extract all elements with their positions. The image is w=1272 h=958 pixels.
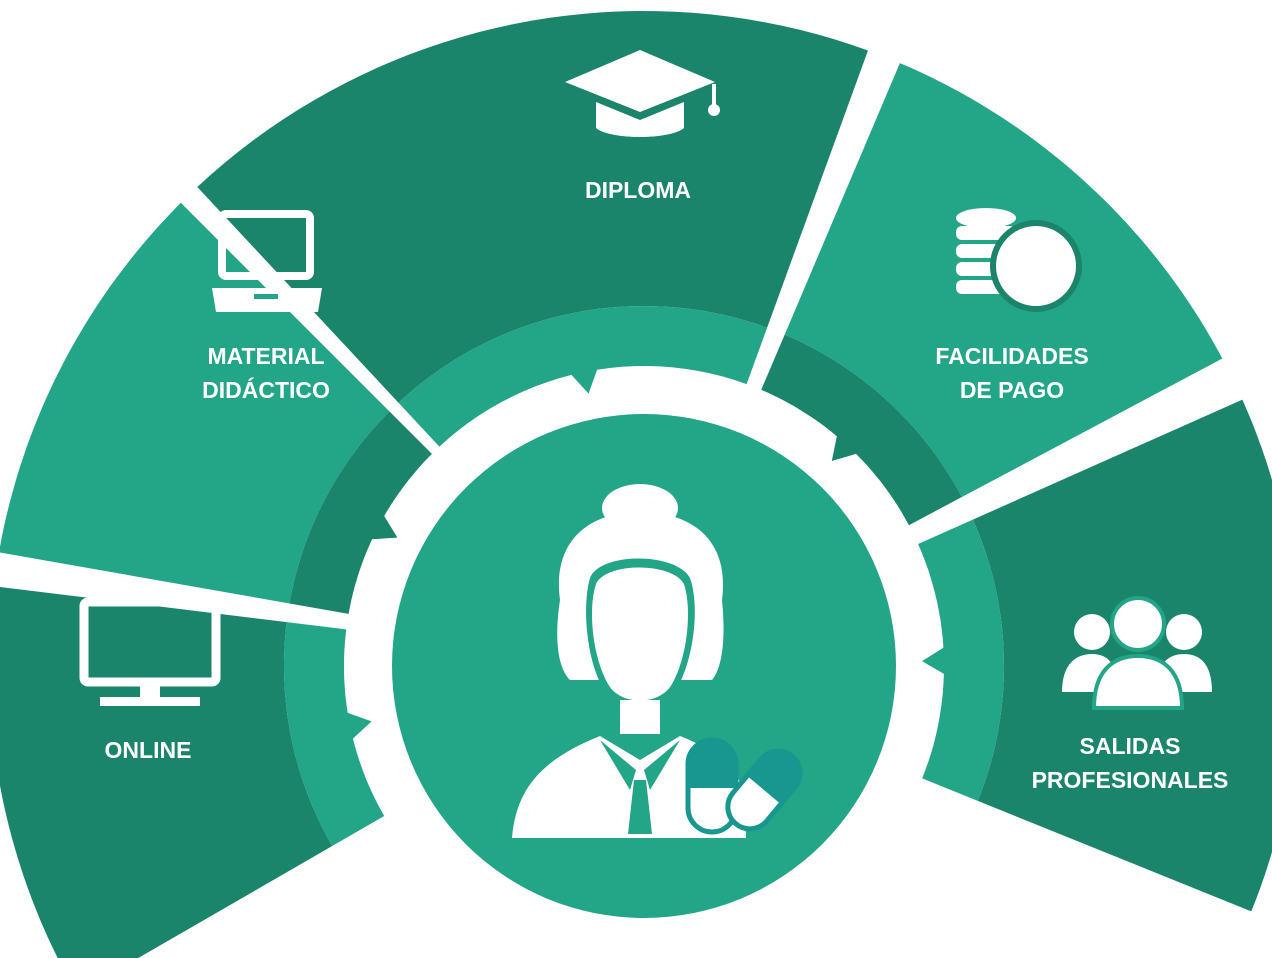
label-material-line-1: MATERIAL xyxy=(207,343,324,369)
segment-diploma xyxy=(197,11,869,403)
label-pago-line-1: FACILIDADES xyxy=(935,343,1088,369)
label-salidas-line-2: PROFESIONALES xyxy=(1032,767,1229,793)
label-online-line-1: ONLINE xyxy=(105,737,192,763)
band-online xyxy=(284,622,385,846)
coins-icon xyxy=(956,208,1082,312)
group-people-icon xyxy=(1062,596,1212,710)
label-pago-line-2: DE PAGO xyxy=(960,377,1064,403)
band-diploma xyxy=(398,306,768,447)
laptop-icon xyxy=(212,210,322,312)
label-salidas-profesionales: SALIDAS PROFESIONALES xyxy=(1032,733,1229,793)
label-material-didactico: MATERIAL DIDÁCTICO xyxy=(202,343,330,403)
band-material-didactico xyxy=(289,411,432,614)
label-salidas-line-1: SALIDAS xyxy=(1080,733,1181,759)
monitor-icon xyxy=(79,597,221,706)
segment-online xyxy=(0,586,333,958)
segment-material-didactico xyxy=(0,202,390,604)
inner-band xyxy=(284,306,1004,846)
segment-salidas-profesionales xyxy=(972,399,1272,912)
graduation-cap-icon xyxy=(565,50,720,137)
pill-capsules-icon xyxy=(685,737,803,835)
band-facilidades-de-pago xyxy=(761,334,962,526)
label-diploma-line-1: DIPLOMA xyxy=(585,177,691,203)
label-diploma: DIPLOMA xyxy=(585,177,691,203)
band-salidas-profesionales xyxy=(918,519,1004,801)
label-facilidades-de-pago: FACILIDADES DE PAGO xyxy=(935,343,1088,403)
label-material-line-2: DIDÁCTICO xyxy=(202,376,330,403)
label-online: ONLINE xyxy=(105,737,192,763)
